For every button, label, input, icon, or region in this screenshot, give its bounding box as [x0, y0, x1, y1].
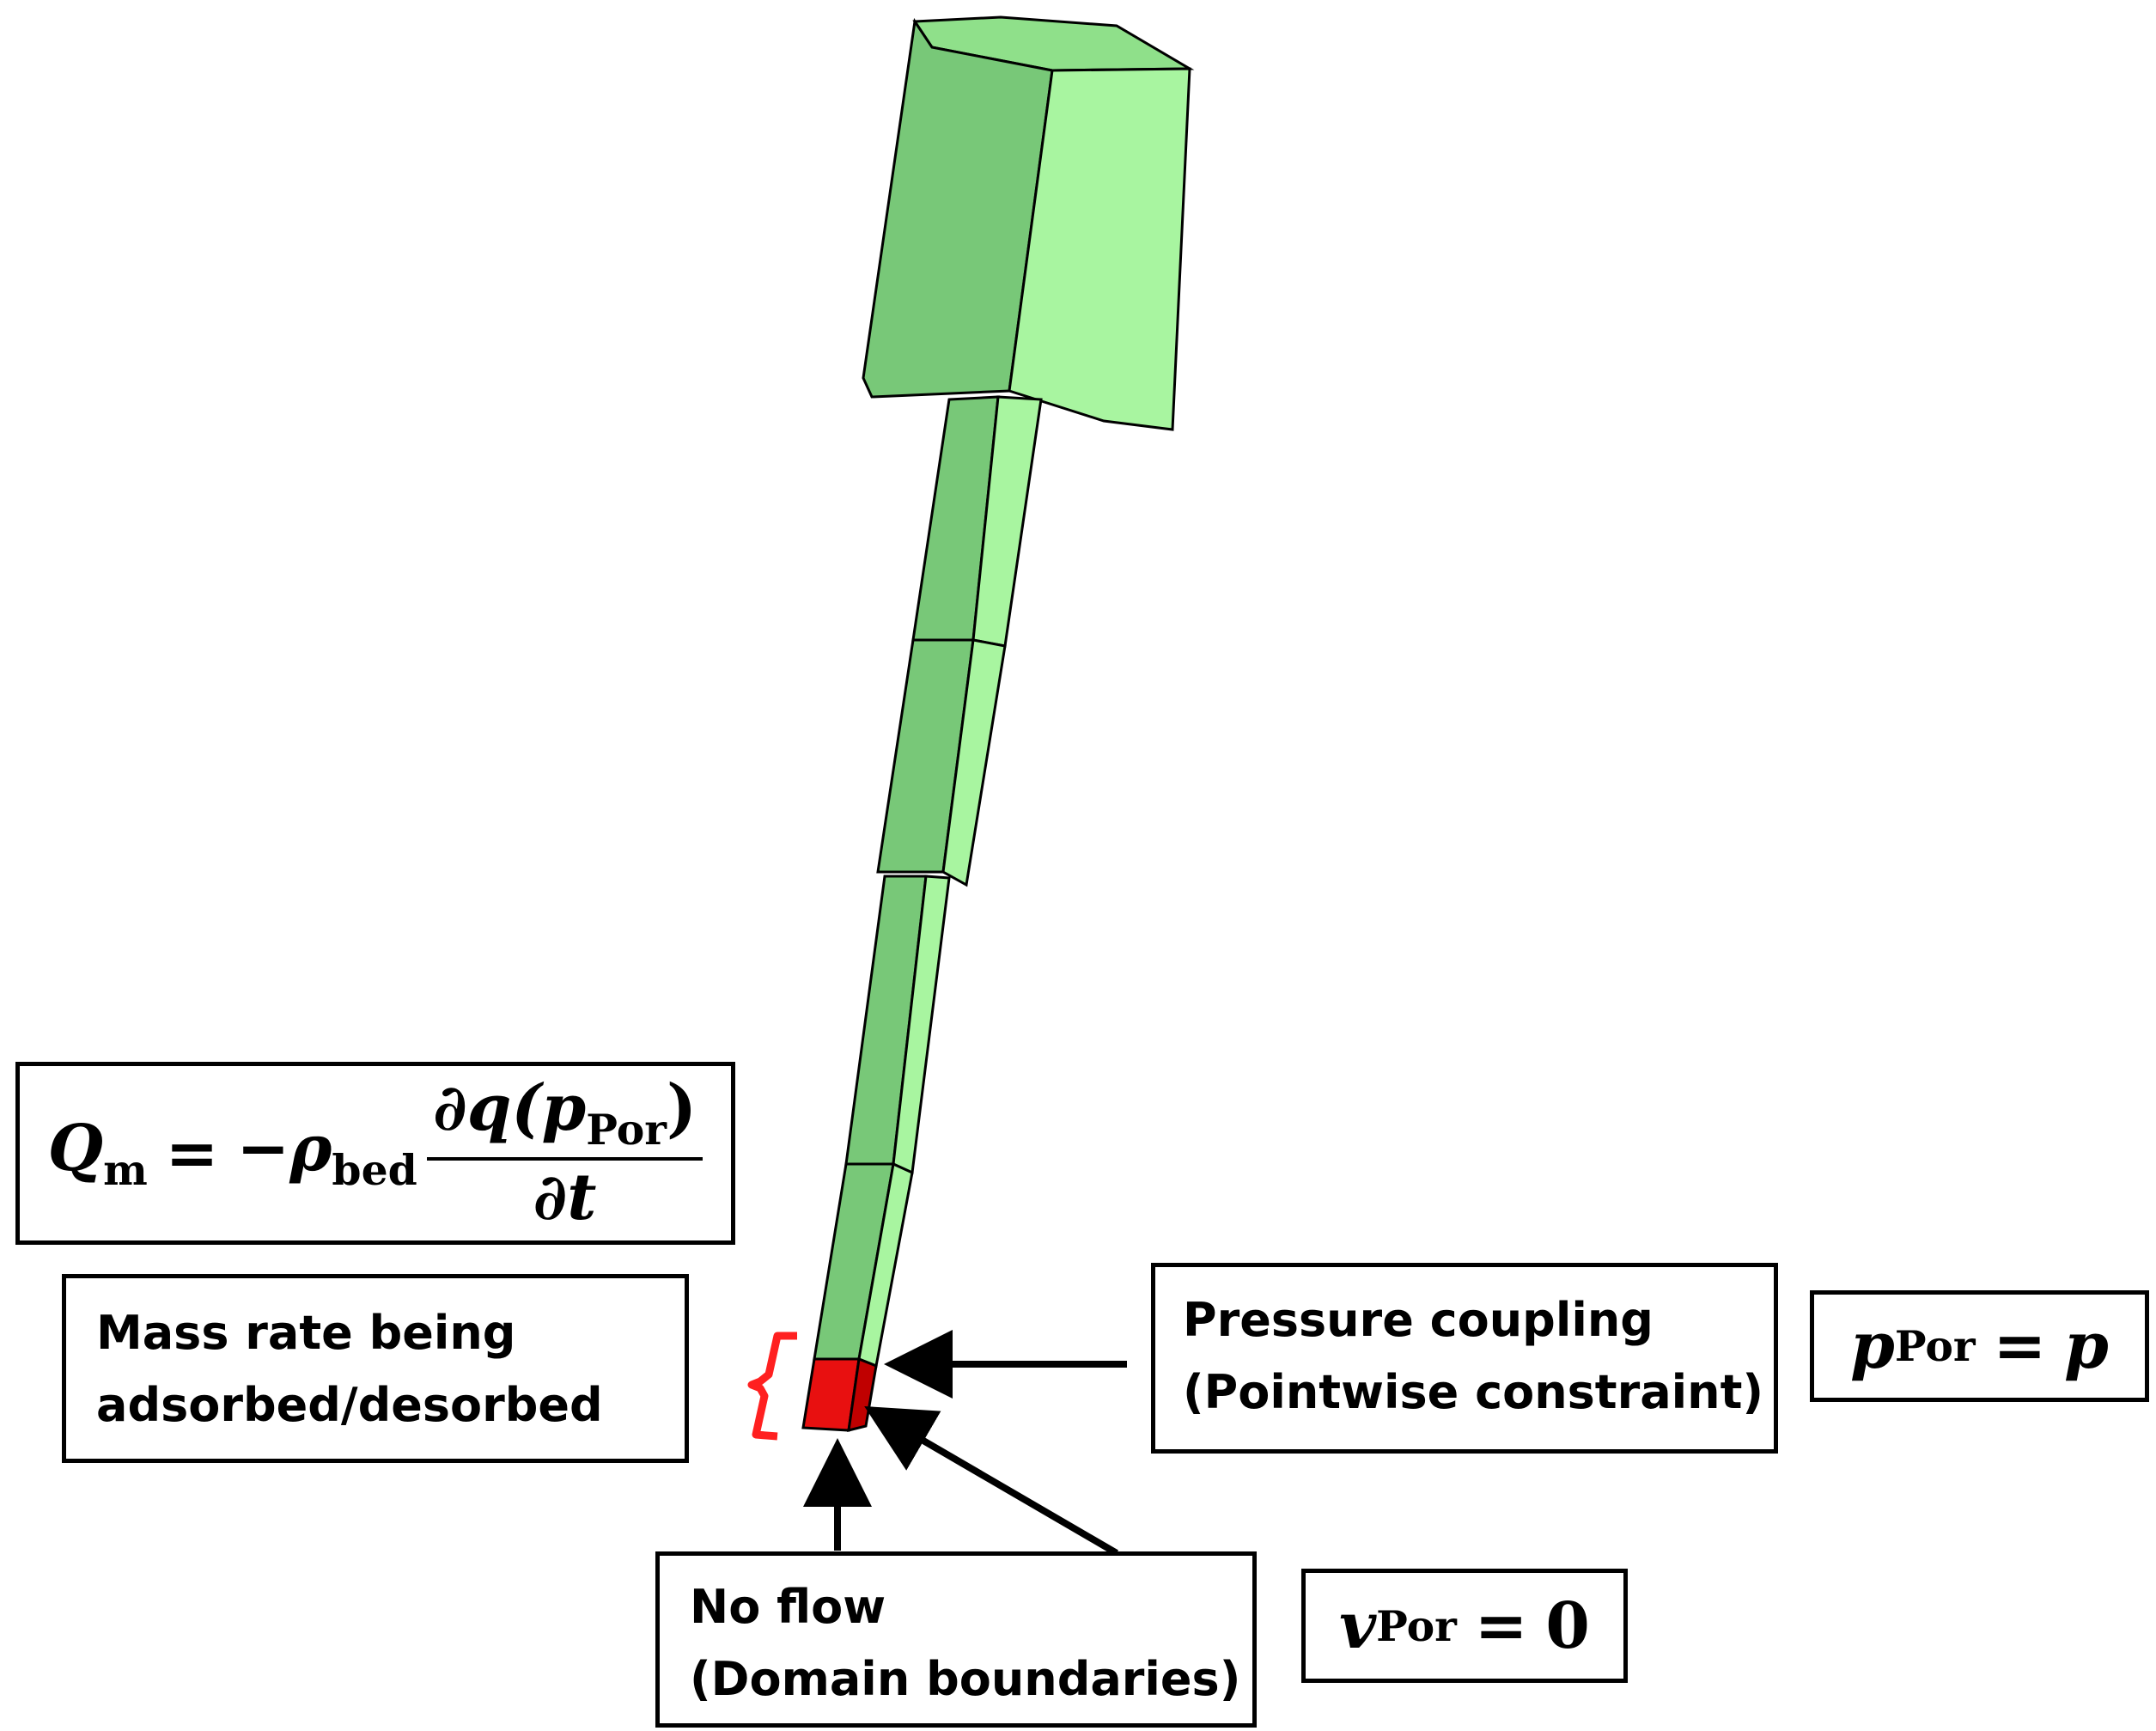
housing-right-face: [1008, 67, 1191, 431]
velocity-symbol: v: [1339, 1588, 1377, 1663]
no-flow-label-box: No flow (Domain boundaries): [655, 1551, 1257, 1728]
pressure-subscript: Por: [1894, 1321, 1976, 1371]
pressure-rhs: p: [2064, 1309, 2109, 1383]
pressure-symbol: p: [1850, 1309, 1895, 1383]
pressure-coupling-label-box: Pressure coupling (Pointwise constraint): [1151, 1263, 1778, 1454]
equals-sign: =: [1993, 1309, 2047, 1383]
region-bracket: [747, 1332, 797, 1441]
shaft: [813, 395, 1043, 1368]
porous-region: [801, 1356, 878, 1432]
source-term-fraction: ∂q(pPor) ∂t: [426, 1071, 703, 1235]
no-flow-line-1: No flow: [690, 1580, 886, 1634]
fraction-denominator: ∂t: [533, 1161, 597, 1235]
shaft-segment-2-right: [941, 638, 1007, 887]
source-term-equation-box: Qm = −ρbed ∂q(pPor) ∂t: [15, 1062, 735, 1245]
source-term-lhs: Qm: [47, 1111, 148, 1196]
no-flow-line-2: (Domain boundaries): [690, 1652, 1241, 1706]
fraction-numerator: ∂q(pPor): [426, 1071, 703, 1161]
source-term-rho: −ρbed: [236, 1111, 417, 1196]
equals-sign: =: [165, 1116, 219, 1191]
no-flow-arrow-diagonal: [864, 1405, 1119, 1557]
velocity-rhs: 0: [1545, 1588, 1590, 1663]
equals-sign: =: [1474, 1588, 1528, 1663]
mass-rate-line-1: Mass rate being: [96, 1306, 516, 1360]
pressure-line-2: (Pointwise constraint): [1183, 1365, 1764, 1419]
housing-block: [862, 15, 1195, 431]
pressure-line-1: Pressure coupling: [1183, 1293, 1654, 1347]
velocity-subscript: Por: [1376, 1600, 1457, 1651]
mass-rate-line-2: adsorbed/desorbed: [96, 1378, 603, 1432]
mass-rate-label-box: Mass rate being adsorbed/desorbed: [62, 1274, 689, 1463]
